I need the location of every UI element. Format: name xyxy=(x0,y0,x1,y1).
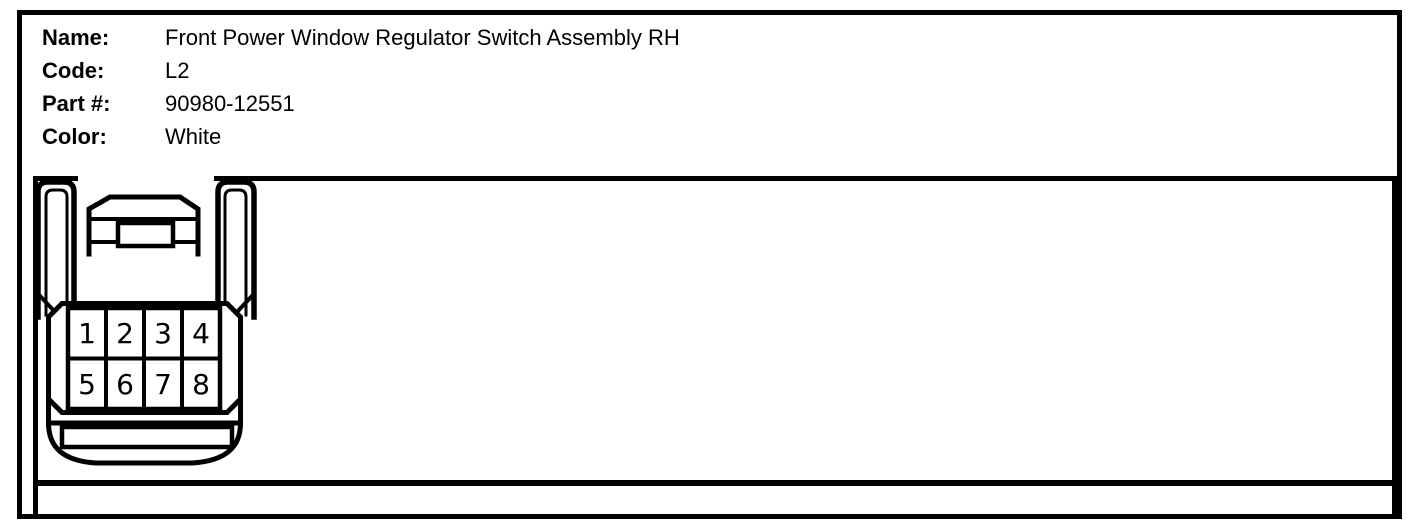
code-label: Code: xyxy=(42,58,105,83)
part-number-label: Part #: xyxy=(42,91,111,116)
connector-diagram: 1 2 3 4 5 6 7 8 xyxy=(35,176,257,466)
part-number-value: 90980-12551 xyxy=(165,91,295,116)
pin-6-number: 6 xyxy=(116,368,134,401)
right-chamfer-tick xyxy=(233,293,255,316)
left-rail-inner-line xyxy=(44,188,69,317)
border-mask xyxy=(78,176,214,196)
pin-8-number: 8 xyxy=(192,368,210,401)
pin-1-number: 1 xyxy=(78,317,96,350)
info-row-code: Code: L2 xyxy=(42,54,680,87)
color-label: Color: xyxy=(42,124,107,149)
skirt-bar xyxy=(59,424,235,450)
hood-outline xyxy=(86,194,201,257)
pin-7-number: 7 xyxy=(154,368,172,401)
empty-footer-row xyxy=(38,486,1392,514)
connector-table: 1 2 3 4 5 6 7 8 xyxy=(33,176,1397,514)
color-value: White xyxy=(165,124,222,149)
code-value: L2 xyxy=(165,58,190,83)
name-value: Front Power Window Regulator Switch Asse… xyxy=(165,25,680,50)
info-row-name: Name: Front Power Window Regulator Switc… xyxy=(42,21,680,54)
right-rail-inner-line xyxy=(223,188,248,317)
pin-5-number: 5 xyxy=(78,368,96,401)
info-row-color: Color: White xyxy=(42,120,680,153)
connector-info-panel: Name: Front Power Window Regulator Switc… xyxy=(17,10,1402,519)
pin-4-number: 4 xyxy=(192,317,210,350)
pin-2-number: 2 xyxy=(116,317,134,350)
info-row-part-number: Part #: 90980-12551 xyxy=(42,87,680,120)
connector-info-header: Name: Front Power Window Regulator Switc… xyxy=(42,21,680,153)
pin-3-number: 3 xyxy=(154,317,172,350)
name-label: Name: xyxy=(42,25,110,50)
connector-drawing-cell: 1 2 3 4 5 6 7 8 xyxy=(35,176,1392,486)
lock-tab xyxy=(115,220,176,249)
